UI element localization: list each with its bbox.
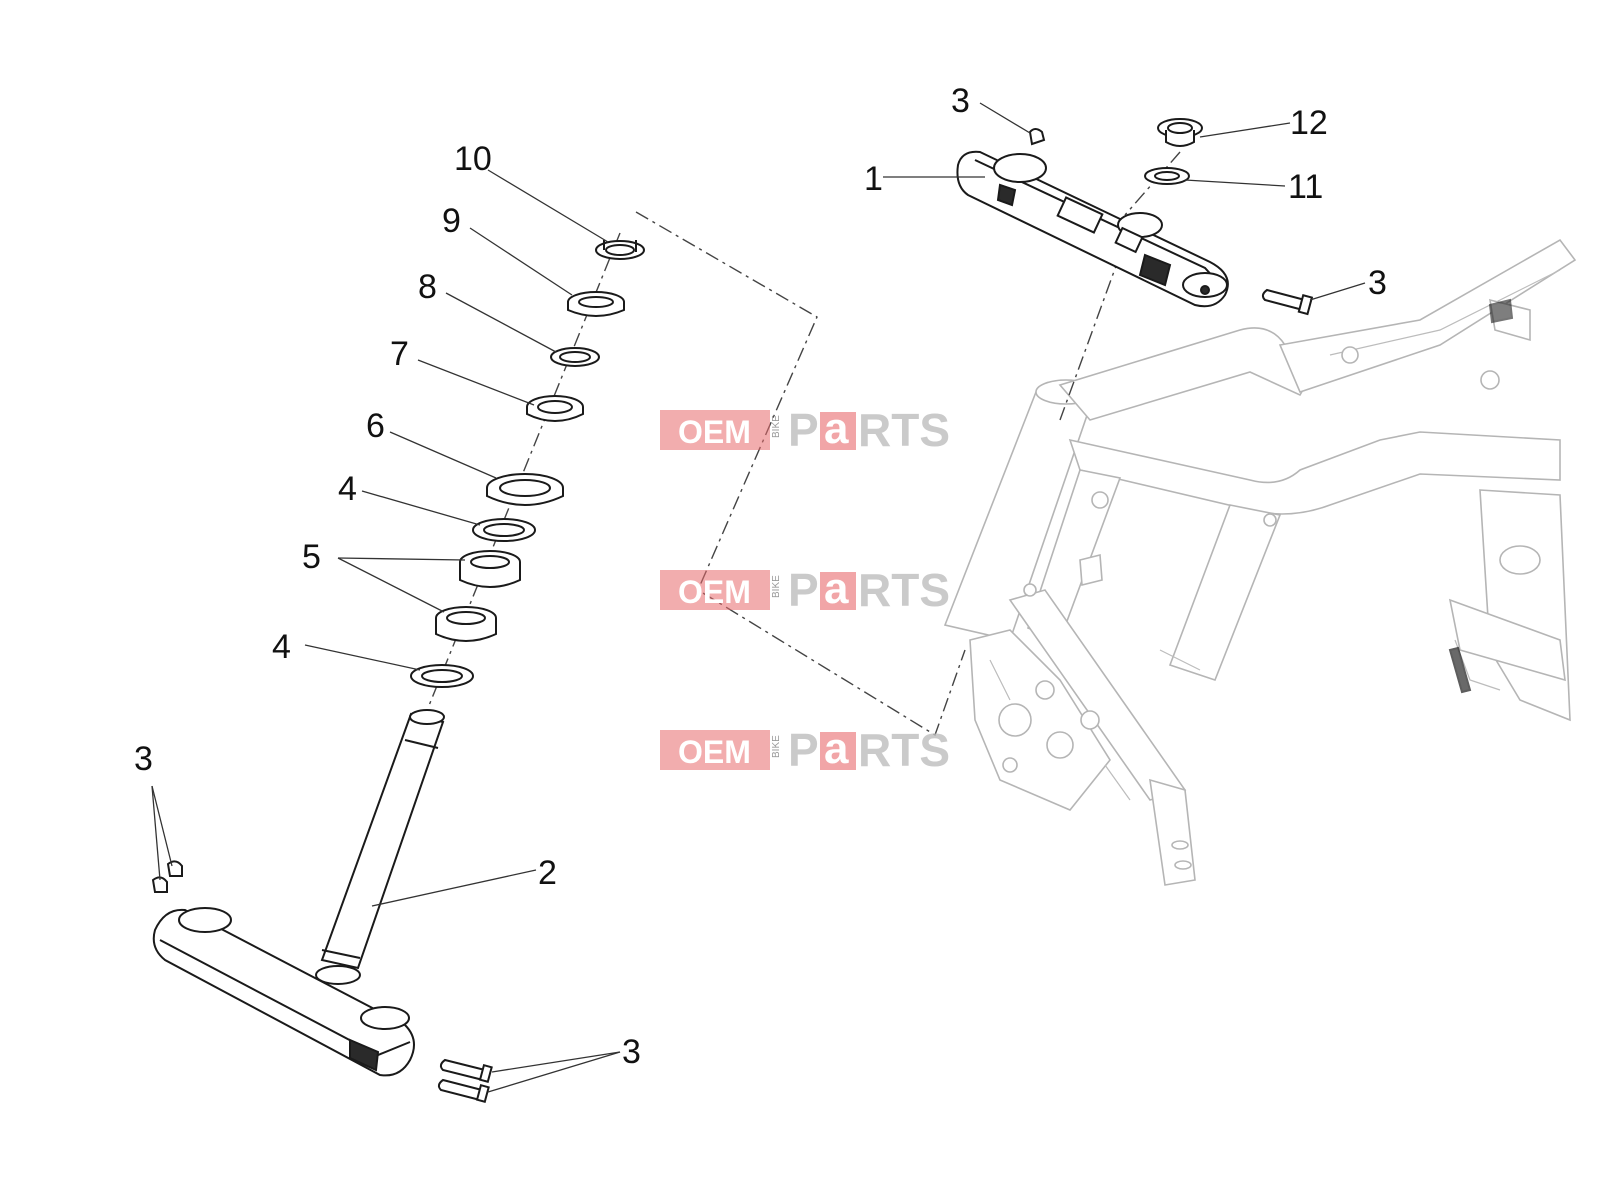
- watermark-p-text: P: [788, 564, 819, 616]
- callout-3-top: 3: [951, 82, 970, 120]
- callout-3-left: 3: [134, 740, 153, 778]
- leader-lines: [151, 102, 1366, 1093]
- bolt-clamp-side: [1261, 288, 1314, 316]
- washer: [550, 347, 600, 367]
- watermark-oem-text: OEM: [678, 414, 751, 450]
- watermark-bike-text: BIKE: [771, 415, 782, 438]
- callout-12: 12: [1290, 104, 1328, 142]
- steering-stem-lower-clamp: [152, 709, 445, 1077]
- motorcycle-frame: [943, 238, 1577, 886]
- watermark-rts-text: RTS: [858, 724, 950, 776]
- screws-left: [151, 860, 183, 893]
- callout-6: 6: [366, 407, 385, 445]
- upper-triple-clamp: [956, 150, 1229, 308]
- watermark-rts-text: RTS: [858, 564, 950, 616]
- watermark-bike-text: BIKE: [771, 575, 782, 598]
- watermark-2: OEM BIKE P a RTS: [660, 564, 950, 616]
- callout-labels: 1 3 12 11 3 10 9 8 7 6 4 5 4 3 2 3: [134, 82, 1387, 1071]
- cap-nut: [1157, 118, 1203, 147]
- watermark-oem-text: OEM: [678, 574, 751, 610]
- watermark-a-text: a: [824, 564, 849, 613]
- callout-7: 7: [390, 335, 409, 373]
- callout-8: 8: [418, 268, 437, 306]
- callout-9: 9: [442, 202, 461, 240]
- callout-11: 11: [1288, 168, 1323, 206]
- dust-seal: [486, 473, 564, 506]
- callout-3-bottom: 3: [622, 1033, 641, 1071]
- callout-1: 1: [864, 160, 883, 198]
- bearing-race-lower: [410, 664, 474, 688]
- ring-nut: [567, 291, 625, 317]
- bolts-bottom: [437, 1058, 493, 1103]
- watermark-oem-text: OEM: [678, 734, 751, 770]
- watermark-rts-text: RTS: [858, 404, 950, 456]
- watermark-bike-text: BIKE: [771, 735, 782, 758]
- lock-washer: [595, 240, 645, 260]
- bearing-race-upper: [472, 518, 536, 542]
- watermark-a-text: a: [824, 724, 849, 773]
- steering-bearing-lower: [435, 606, 497, 642]
- callout-3-right: 3: [1368, 264, 1387, 302]
- callout-4-upper: 4: [338, 470, 357, 508]
- screw-top-clamp: [1028, 128, 1046, 146]
- watermark-3: OEM BIKE P a RTS: [660, 724, 950, 776]
- steering-bearing-upper: [459, 550, 521, 588]
- ring-nut-lower: [526, 395, 584, 422]
- callout-2: 2: [538, 854, 557, 892]
- watermark-p-text: P: [788, 724, 819, 776]
- watermark-a-text: a: [824, 404, 849, 453]
- watermark-p-text: P: [788, 404, 819, 456]
- callout-4-lower: 4: [272, 628, 291, 666]
- callout-10: 10: [454, 140, 492, 178]
- callout-5: 5: [302, 538, 321, 576]
- washer-small: [1144, 167, 1190, 185]
- watermark-1: OEM BIKE P a RTS: [660, 404, 950, 456]
